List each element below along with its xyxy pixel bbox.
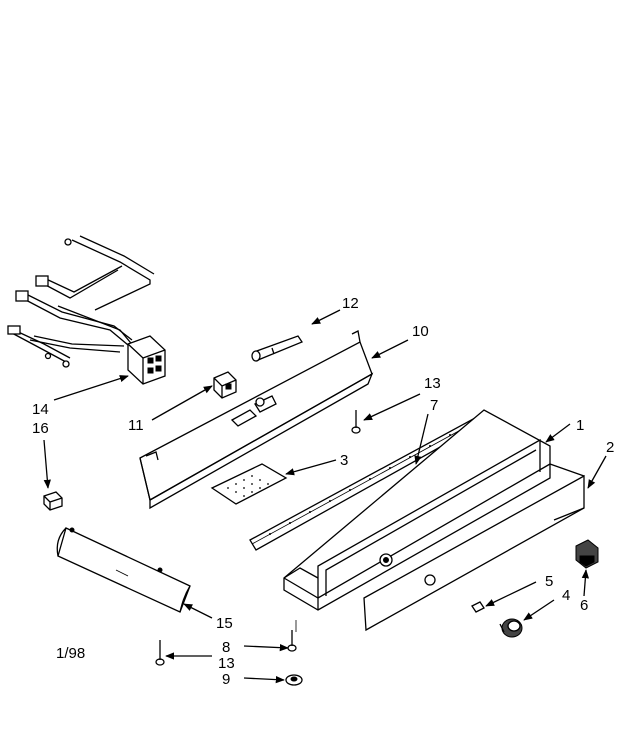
clip-part-16 bbox=[43, 491, 63, 511]
leader-lines bbox=[43, 309, 607, 684]
callout-14: 14 bbox=[32, 401, 49, 418]
clip-part-5 bbox=[424, 574, 485, 613]
date-code: 1/98 bbox=[56, 645, 85, 662]
callout-2: 2 bbox=[606, 439, 614, 456]
callout-10: 10 bbox=[412, 323, 429, 340]
control-panel-housing-part-1 bbox=[283, 409, 551, 611]
trim-part-15 bbox=[56, 527, 191, 613]
foot-part-9 bbox=[285, 674, 303, 686]
switch-part-6 bbox=[575, 539, 599, 569]
screw-part-8 bbox=[287, 630, 297, 652]
callout-6: 6 bbox=[580, 597, 588, 614]
callout-13-upper: 13 bbox=[424, 375, 441, 392]
panel-face-part-2 bbox=[363, 463, 585, 632]
knob-part-4 bbox=[499, 618, 523, 638]
callout-1: 1 bbox=[576, 417, 584, 434]
callout-5: 5 bbox=[545, 573, 553, 590]
callout-3: 3 bbox=[340, 452, 348, 469]
callout-16: 16 bbox=[32, 420, 49, 437]
callout-11: 11 bbox=[128, 417, 144, 434]
screw-part-13-upper bbox=[351, 410, 361, 434]
mounting-bracket-part-10 bbox=[139, 330, 374, 510]
callout-8: 8 bbox=[222, 639, 230, 656]
callout-12: 12 bbox=[342, 295, 359, 312]
callout-7: 7 bbox=[430, 397, 438, 414]
callout-4: 4 bbox=[562, 587, 570, 604]
callout-13-lower: 13 bbox=[218, 655, 235, 672]
callout-15: 15 bbox=[216, 615, 233, 632]
callout-labels: 1 2 3 4 5 6 7 8 9 10 11 12 13 13 14 15 1… bbox=[32, 295, 614, 688]
plate-part-3 bbox=[210, 463, 288, 505]
wire-harness-part-14 bbox=[7, 235, 166, 385]
callout-9: 9 bbox=[222, 671, 230, 688]
sensor-rod-part-12 bbox=[251, 335, 303, 362]
switch-part-11 bbox=[213, 371, 237, 399]
screw-part-13-lower bbox=[155, 640, 165, 666]
